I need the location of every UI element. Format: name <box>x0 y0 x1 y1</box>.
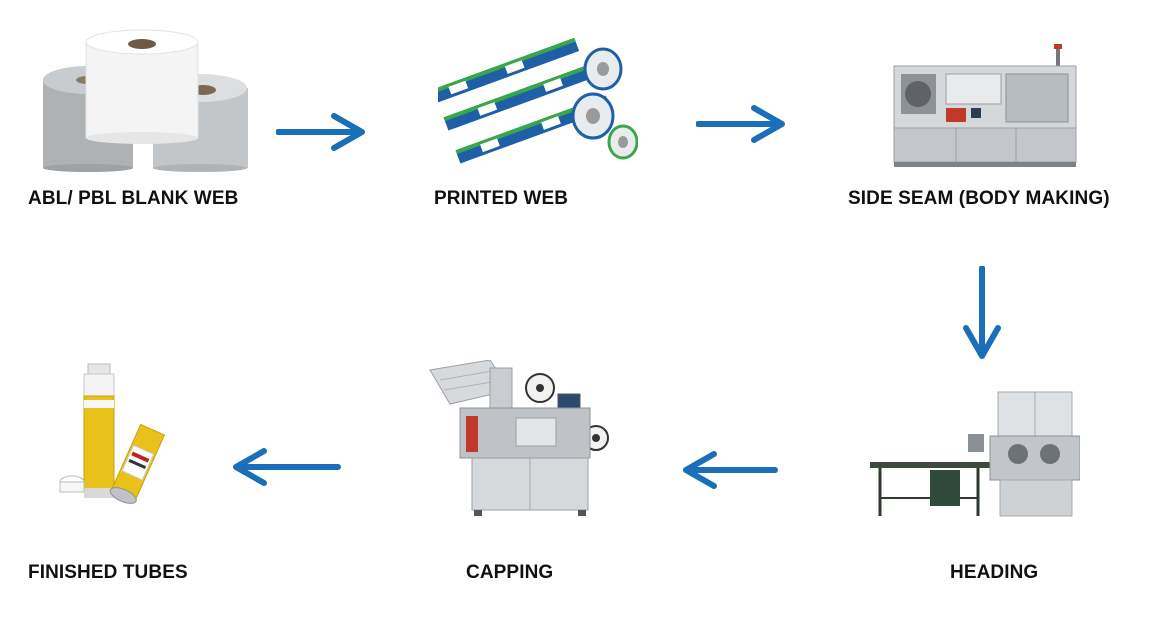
blank-web-rolls-icon <box>43 29 248 172</box>
heading-machine-icon <box>870 391 1080 517</box>
step-label-printed-web: PRINTED WEB <box>434 188 569 209</box>
step-label-finished-tubes: FINISHED TUBES <box>28 562 188 583</box>
finished-tubes-icon <box>59 363 166 504</box>
step-label-capping: CAPPING <box>466 562 554 583</box>
arrow-right-icon <box>276 113 365 151</box>
arrow-right-icon <box>696 105 785 143</box>
arrow-left-icon <box>233 448 341 486</box>
side-seam-machine-icon <box>893 44 1077 167</box>
step-label-heading: HEADING <box>950 562 1039 583</box>
step-label-side-seam: SIDE SEAM (BODY MAKING) <box>848 188 1110 209</box>
capping-machine-icon <box>429 360 609 516</box>
arrow-left-icon <box>683 451 778 489</box>
printed-web-rolls-icon <box>438 37 638 164</box>
step-label-blank-web: ABL/ PBL BLANK WEB <box>28 188 239 209</box>
arrow-down-icon <box>963 266 1001 359</box>
